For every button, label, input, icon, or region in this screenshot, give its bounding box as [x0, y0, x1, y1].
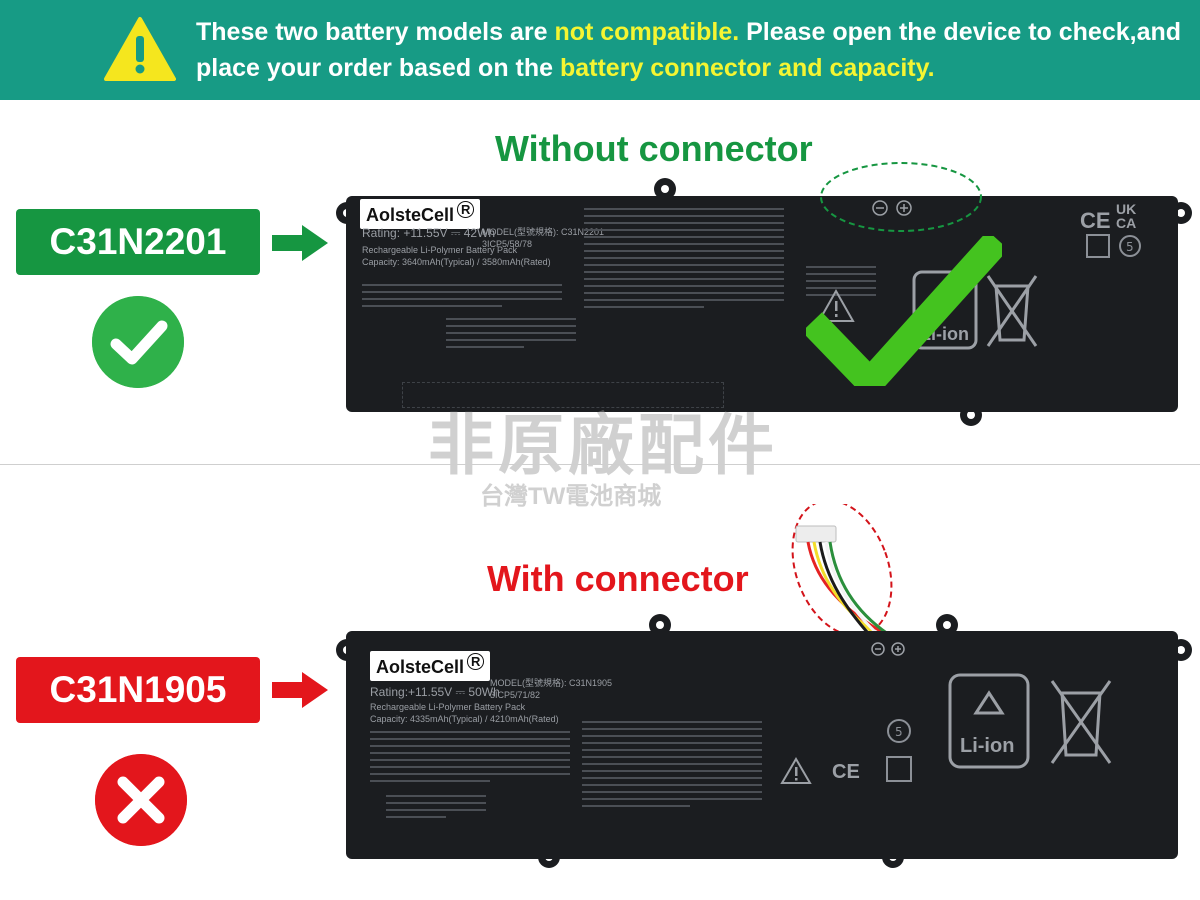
weee-bin-icon	[986, 275, 1038, 347]
banner-highlight-not-compatible: not compatible.	[554, 18, 740, 46]
battery-model-line: MODEL(型號規格): C31N1905	[490, 678, 613, 688]
caution-text-block	[446, 318, 576, 353]
cross-icon	[95, 754, 187, 846]
warning-text-block	[370, 731, 570, 787]
warning-triangle-icon	[780, 757, 812, 784]
panel-divider	[0, 464, 1200, 465]
banner-text-2: Please open the device to check,and plac…	[196, 18, 1182, 82]
arrow-right-icon	[272, 225, 328, 261]
mounting-tab	[936, 614, 958, 636]
brand-name: AolsteCell	[366, 205, 455, 225]
registered-mark: R	[467, 653, 485, 670]
arrow-right-icon	[272, 672, 328, 708]
weee-bin-icon	[1050, 680, 1112, 764]
warning-triangle-icon	[817, 288, 855, 322]
registered-mark: R	[457, 201, 475, 218]
terminal-polarity-icon	[871, 642, 905, 656]
model-label-c31n2201: C31N2201	[16, 209, 260, 275]
battery-cell-line: 3ICP5/71/82	[490, 690, 541, 700]
ce-mark: CE	[832, 761, 860, 783]
banner-text-1: These two battery models are	[196, 18, 555, 46]
spec-text-block	[806, 266, 876, 301]
notice-text-block	[584, 208, 784, 313]
banner-highlight-connector-capacity: battery connector and capacity.	[559, 54, 935, 82]
battery-type: Rechargeable Li-Polymer Battery Pack	[362, 245, 518, 255]
li-ion-label: Li-ion	[960, 735, 1015, 757]
battery-capacity: Capacity: 3640mAh(Typical) / 3580mAh(Rat…	[362, 257, 551, 267]
heading-without-connector: Without connector	[495, 128, 813, 169]
compliance-marks-icon: 5	[1086, 234, 1141, 258]
svg-text:5: 5	[1126, 240, 1134, 254]
banner-message: These two battery models are not compati…	[196, 14, 1186, 86]
watermark-text: 非原廠配件	[428, 408, 778, 482]
checkmark-icon	[92, 296, 184, 388]
caution-text-block	[386, 795, 486, 823]
compliance-marks-icon: 5	[886, 719, 912, 782]
battery-rating: Rating:+11.55V ⎓ 50Wh	[370, 685, 500, 699]
warning-icon	[104, 17, 176, 81]
large-green-checkmark-icon	[806, 236, 1002, 386]
watermark-subtext: 台灣TW電池商城	[480, 483, 662, 510]
battery-rating: Rating: +11.55V ⎓ 42Wh	[362, 226, 496, 240]
mounting-tab	[654, 178, 676, 200]
mounting-tab	[649, 614, 671, 636]
ce-mark: CE	[1080, 208, 1111, 233]
heading-with-connector: With connector	[487, 558, 749, 599]
label-strip	[402, 382, 724, 408]
battery-capacity: Capacity: 4335mAh(Typical) / 4210mAh(Rat…	[370, 714, 559, 724]
warning-text-block	[362, 284, 562, 312]
li-ion-recycle-icon	[948, 673, 1030, 769]
ukca-mark: UK CA	[1116, 201, 1137, 231]
svg-text:5: 5	[895, 725, 903, 739]
battery-cell-line: 3ICP5/58/78	[482, 239, 533, 249]
battery-type: Rechargeable Li-Polymer Battery Pack	[370, 702, 526, 712]
battery-model-line: MODEL(型號規格): C31N2201	[482, 227, 605, 237]
model-label-c31n1905: C31N1905	[16, 657, 260, 723]
notice-text-block	[582, 721, 762, 812]
brand-name: AolsteCell	[376, 657, 465, 677]
battery-connector-cable	[791, 504, 893, 646]
warning-banner: These two battery models are not compati…	[0, 0, 1200, 100]
connector-location-circle	[820, 162, 982, 232]
